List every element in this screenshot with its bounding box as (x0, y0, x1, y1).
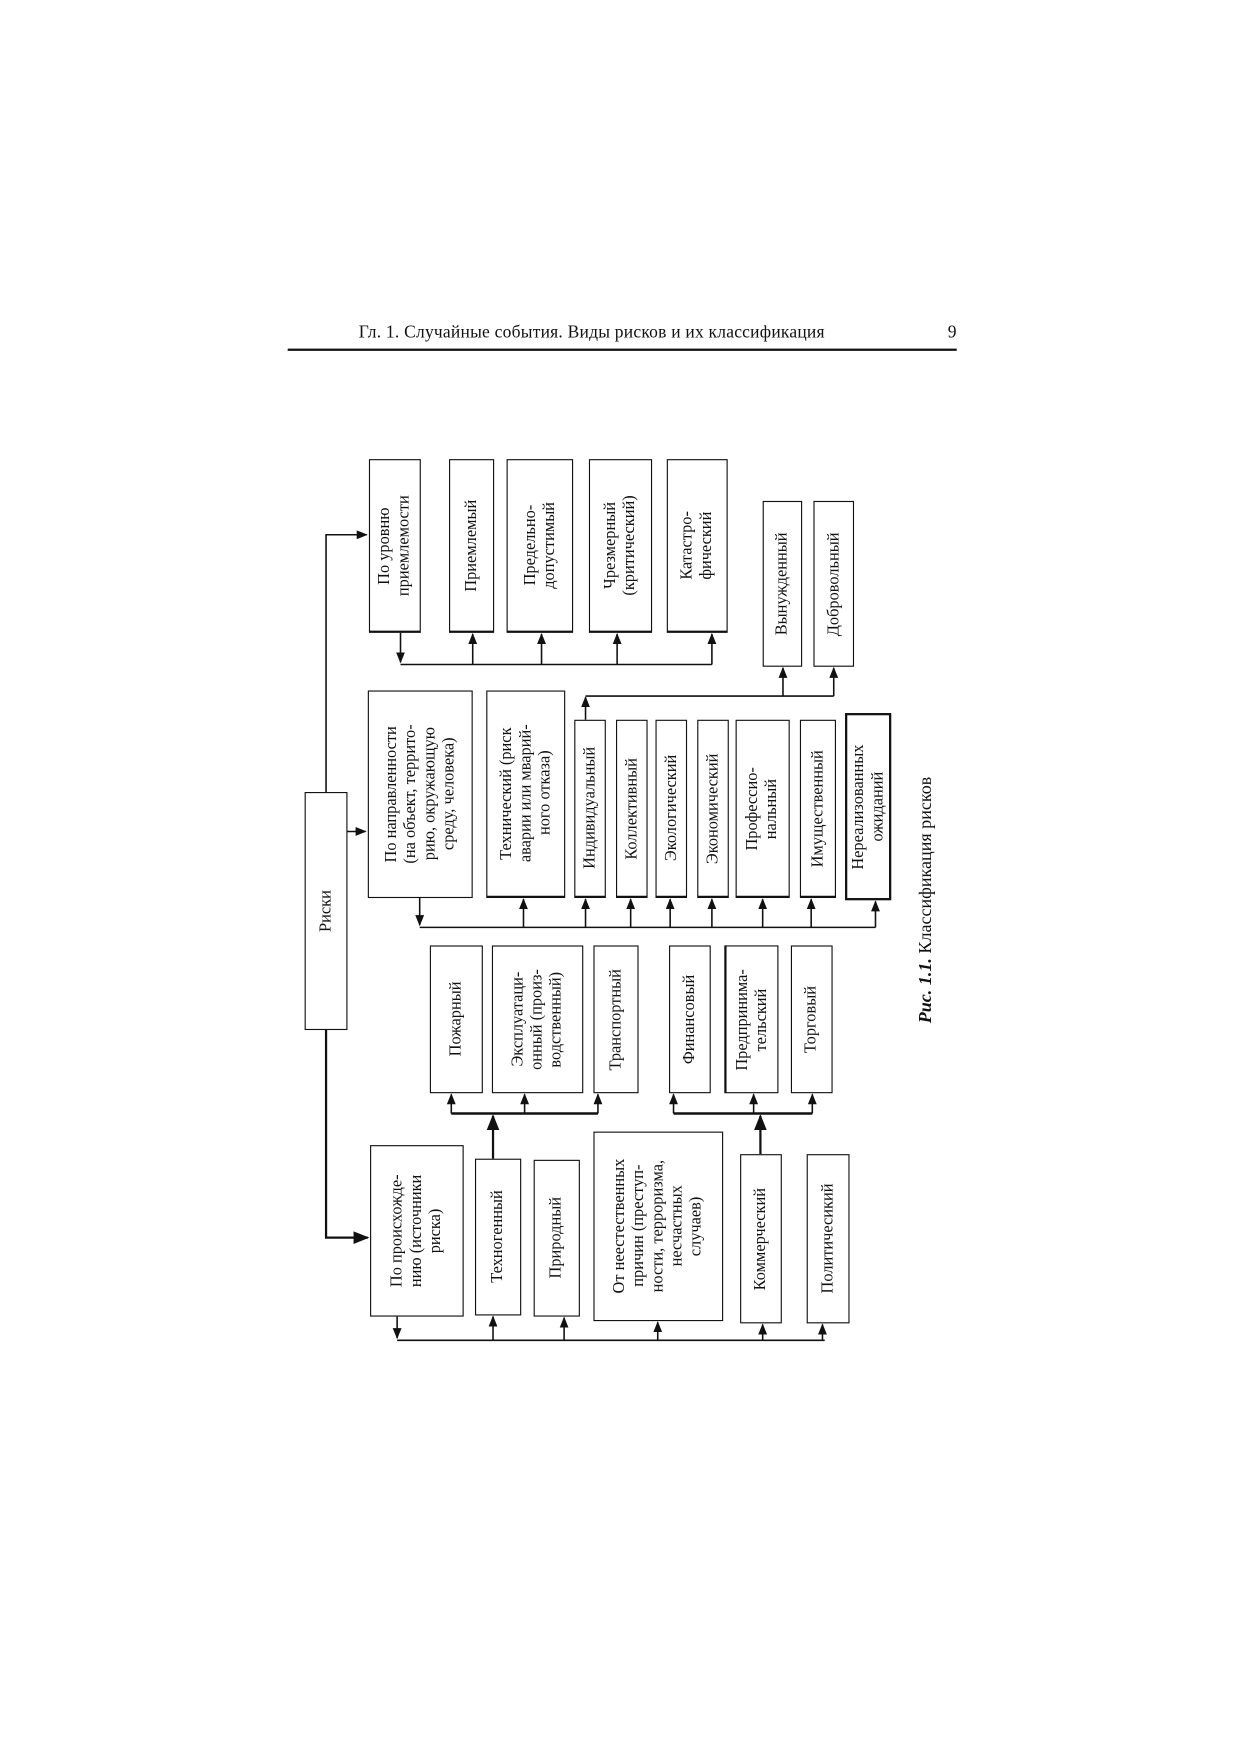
box-catastrophic: Катастро- фический (666, 459, 728, 633)
box-unrealized-expectations: Нереализованных ожиданий (845, 713, 892, 901)
box-label: По направленности (на объект, террито- р… (381, 724, 458, 864)
box-acceptable: Приемлемый (449, 459, 495, 633)
box-label: Предельно- допустимый (520, 502, 558, 589)
box-political: Политичесикий (806, 1154, 850, 1324)
box-label: Финансовый (680, 974, 699, 1065)
box-financial: Финансовый (669, 945, 711, 1094)
figure-caption-text: Классификация рисков (916, 776, 936, 958)
box-risks-root: Риски (304, 791, 348, 1031)
box-label: Политичесикий (818, 1183, 837, 1294)
box-label: Вынужденный (772, 532, 791, 636)
box-label: Коммерческий (751, 1187, 770, 1290)
box-operational: Эксплуатаци- онный (произ- водственный) (491, 945, 584, 1094)
box-trade: Торговый (790, 945, 833, 1094)
box-label: Катастро- фический (678, 511, 716, 580)
box-individual: Индивидуальный (574, 719, 606, 899)
box-by-acceptability: По уровню приемлемости (368, 459, 421, 633)
page-number: 9 (947, 322, 957, 342)
box-label: Приемлемый (461, 499, 481, 592)
box-label: Предпринима- тельский (732, 968, 770, 1071)
figure-label: Рис. 1.1. (916, 957, 936, 1024)
box-label: Технический (риск аварии или мварий- ног… (496, 724, 554, 863)
box-label: Торговый (802, 985, 821, 1053)
box-ecological: Экологический (655, 719, 688, 899)
box-label: Чрезмерный (критический) (601, 495, 639, 596)
box-property: Имущественный (799, 719, 836, 899)
box-fire: Пожарный (429, 945, 483, 1094)
running-header-title: Гл. 1. Случайные события. Виды рисков и … (358, 322, 825, 342)
box-unnatural-causes: От неестественных причин (преступ- ности… (593, 1131, 724, 1322)
box-label: Экологический (661, 755, 680, 862)
box-label: Имущественный (808, 749, 827, 867)
box-professional: Профессио- нальный (735, 719, 790, 899)
box-max-permissible: Предельно- допустимый (506, 459, 574, 633)
box-label: Нереализованных ожиданий (848, 744, 887, 870)
box-by-direction: По направленности (на объект, террито- р… (367, 690, 473, 899)
box-collective: Коллективный (615, 719, 648, 899)
box-label: Природный (547, 1197, 566, 1279)
box-technical: Технический (риск аварии или мварий- ног… (486, 690, 566, 899)
box-label: Профессио- нальный (743, 766, 781, 851)
box-commercial: Коммерческий (740, 1154, 782, 1324)
connector-root-acceptability (325, 530, 368, 792)
box-label: Индивидуальный (580, 747, 599, 870)
box-label: Коллективный (622, 757, 641, 860)
box-label: Добровольный (824, 531, 843, 636)
box-label: Риски (316, 890, 335, 932)
box-label: Эксплуатаци- онный (произ- водственный) (508, 968, 566, 1070)
box-transport: Транспортный (593, 945, 639, 1094)
box-natural: Природный (533, 1159, 580, 1317)
figure-caption: Рис. 1.1. Классификация рисков (916, 739, 943, 1061)
box-label: От неестественных причин (преступ- ности… (610, 1158, 706, 1294)
box-economic: Экономический (697, 719, 729, 899)
box-by-origin: По происхожде- нию (источники риска) (370, 1145, 464, 1317)
box-label: Транспортный (606, 968, 625, 1071)
box-label: Пожарный (446, 981, 465, 1057)
box-label: По уровню приемлемости (375, 495, 413, 596)
box-technogenic: Техногенный (474, 1158, 522, 1316)
connector-root-origin (324, 1028, 370, 1244)
box-excessive: Чрезмерный (критический) (588, 459, 653, 633)
header-rule (287, 348, 957, 351)
box-label: Экономический (703, 753, 722, 864)
box-forced: Вынужденный (762, 500, 803, 667)
box-voluntary: Добровольный (813, 500, 855, 667)
box-label: По происхожде- нию (источники риска) (388, 1174, 445, 1288)
box-entrepreneurial: Предпринима- тельский (724, 945, 779, 1094)
box-label: Техногенный (488, 1190, 507, 1284)
